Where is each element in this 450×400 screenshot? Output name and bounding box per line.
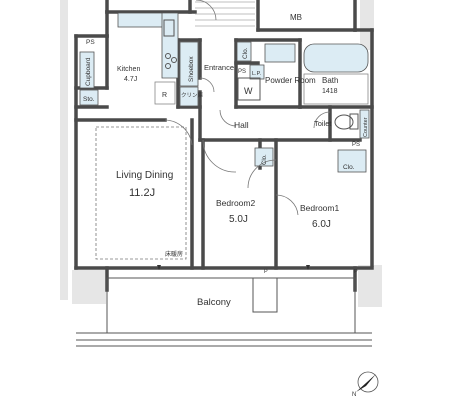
label-bedroom2: Bedroom2 [216,198,255,208]
label-toilet: Toilet [314,119,332,128]
label-bedroom1-size: 6.0J [312,219,331,230]
label-hall: Hall [234,120,249,130]
label-counter: Counter [363,117,369,137]
label-cleaning-closet: クリン庫 [181,91,204,99]
interior-walls [74,34,374,270]
counter-box [359,109,370,139]
label-living-dining: Living Dining [116,170,173,181]
cupboard-box [79,51,95,89]
stair-graphic [195,1,255,27]
label-sto: Sto. [83,96,95,103]
label-floor-heating: 床暖房 [165,250,183,258]
storage-box [79,89,99,106]
compass-icon [356,371,379,393]
label-kitchen: Kitchen [117,66,140,73]
label-kitchen-size: 4.7J [124,76,137,83]
exterior-column-left [60,0,68,300]
label-p-left: P [264,269,268,275]
label-living-size: 11.2J [129,187,155,199]
label-ps-top-left: PS [86,39,95,46]
toilet-tank [349,113,359,130]
stove-icon [165,53,177,69]
sink-icon [163,19,175,37]
label-p-right: P [354,269,358,275]
toilet-bowl [334,114,354,130]
exterior-ledge-left [72,270,106,304]
label-bath: Bath [322,76,338,85]
label-ps-entrance: PS [238,69,246,75]
washer-box [237,77,261,101]
label-entrance: Entrance [204,63,234,72]
lp-box [249,64,265,80]
label-bedroom1: Bedroom1 [300,203,339,213]
clo-bedroom2-box [254,147,274,167]
label-shoebox: Shoebox [188,56,195,82]
bath-sink-box [264,43,296,63]
label-balcony: Balcony [197,297,231,308]
label-bedroom2-size: 5.0J [229,214,248,225]
label-lp: L.P. [252,71,262,77]
door-swings [164,0,331,216]
label-washer: W [244,86,253,96]
label-bath-size: 1418 [322,88,338,95]
label-clo-entrance: Clo. [242,47,249,59]
clo-entrance-box [236,41,252,62]
label-ps-toilet: PS [352,142,360,148]
label-clo-bedroom1: Clo. [343,164,355,171]
label-powder-room: Powder Room [265,76,316,85]
balcony-railing [76,332,372,347]
label-clo-bedroom2: Clo. [262,154,268,165]
bathtub [303,43,369,73]
clo-bedroom1-box [337,149,367,173]
balcony-outdoor-unit [252,277,278,313]
shoebox-box [179,41,199,87]
bath-fixture-line [303,73,369,105]
label-cupboard: Cupboard [85,57,92,86]
window-markers [157,265,310,270]
cleaning-closet-box [179,86,199,107]
balcony-area [106,277,356,334]
label-refrigerator: R [162,92,167,99]
floor-heating-zone [95,126,187,260]
refrigerator-box [154,81,176,105]
exterior-ledge-right [358,265,382,307]
outer-walls [74,0,374,292]
label-compass-n: N [352,392,356,398]
label-mb: MB [290,13,302,22]
